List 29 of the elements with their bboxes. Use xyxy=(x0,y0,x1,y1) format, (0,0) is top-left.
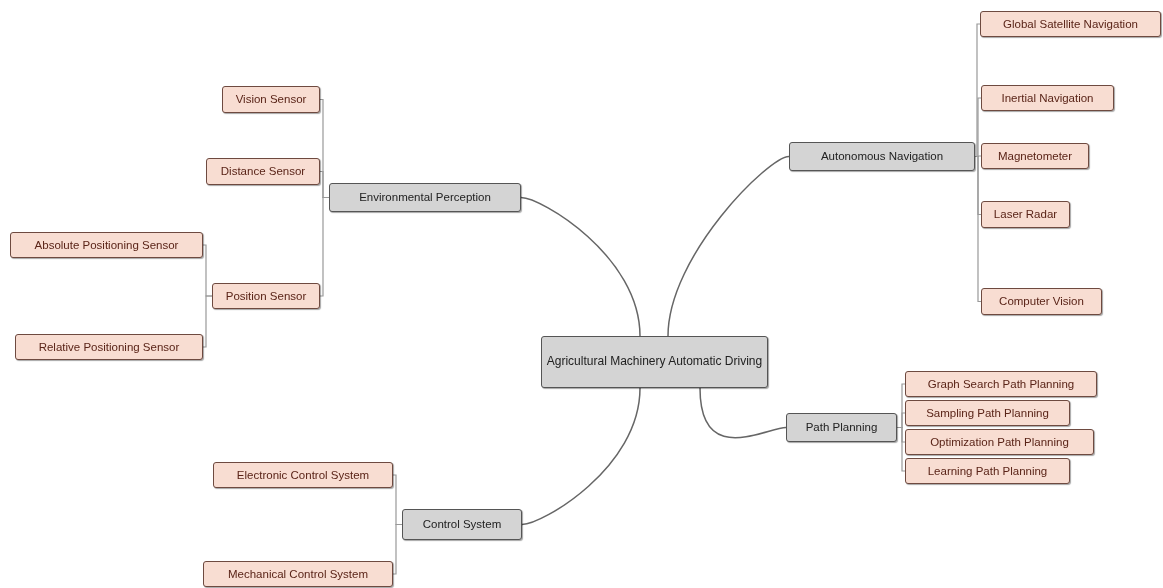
bracket-connector xyxy=(202,295,213,348)
subtopic-box: Magnetometer xyxy=(981,143,1089,169)
subtopic-box: Position Sensor xyxy=(212,283,320,309)
curved-connector xyxy=(699,387,787,439)
topic-box: Path Planning xyxy=(786,413,897,442)
subtopic-box: Absolute Positioning Sensor xyxy=(10,232,203,258)
curved-connector xyxy=(520,196,641,337)
bracket-connector xyxy=(974,97,982,158)
subtopic-box: Sampling Path Planning xyxy=(905,400,1070,426)
curved-connector xyxy=(521,387,641,526)
topic-box: Environmental Perception xyxy=(329,183,521,212)
subtopic-box: Global Satellite Navigation xyxy=(980,11,1161,37)
subtopic-box: Graph Search Path Planning xyxy=(905,371,1097,397)
topic-box: Autonomous Navigation xyxy=(789,142,975,171)
subtopic-box: Vision Sensor xyxy=(222,86,320,113)
subtopic-box: Computer Vision xyxy=(981,288,1102,315)
subtopic-box: Distance Sensor xyxy=(206,158,320,185)
subtopic-box: Learning Path Planning xyxy=(905,458,1070,484)
subtopic-box: Inertial Navigation xyxy=(981,85,1114,111)
bracket-connector xyxy=(974,23,981,158)
central-topic-box: Agricultural Machinery Automatic Driving xyxy=(541,336,768,388)
curved-connector xyxy=(667,155,790,337)
subtopic-box: Optimization Path Planning xyxy=(905,429,1094,455)
subtopic-box: Relative Positioning Sensor xyxy=(15,334,203,360)
subtopic-box: Mechanical Control System xyxy=(203,561,393,587)
subtopic-box: Laser Radar xyxy=(981,201,1070,228)
subtopic-box: Electronic Control System xyxy=(213,462,393,488)
bracket-connector xyxy=(974,155,982,303)
topic-box: Control System xyxy=(402,509,522,540)
